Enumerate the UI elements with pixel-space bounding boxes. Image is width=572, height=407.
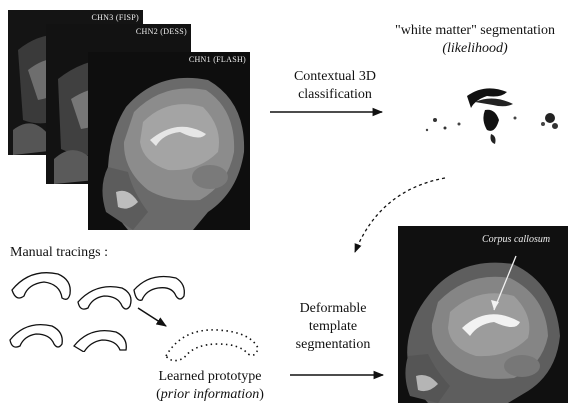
result-mri-image (398, 226, 568, 403)
tracing-shape-4 (10, 325, 62, 348)
step2-line1: Deformable (278, 300, 388, 318)
prototype-line2: (prior information) (130, 386, 290, 404)
tracing-shape-1 (12, 273, 70, 300)
prototype-line1: Learned prototype (130, 368, 290, 386)
step2-line3: segmentation (278, 336, 388, 354)
tracing-shape-3 (134, 277, 184, 301)
result-mri-slice: Corpus callosum (398, 226, 568, 403)
manual-tracings-title: Manual tracings : (10, 244, 108, 262)
prototype-label: Learned prototype (prior information) (130, 368, 290, 404)
step2-line2: template (278, 318, 388, 336)
corpus-callosum-label: Corpus callosum (482, 234, 550, 245)
tracing-shape-5 (74, 331, 126, 352)
tracing-shape-2 (78, 287, 131, 310)
learned-prototype-shape (158, 318, 268, 368)
step2-label: Deformable template segmentation (278, 300, 388, 354)
